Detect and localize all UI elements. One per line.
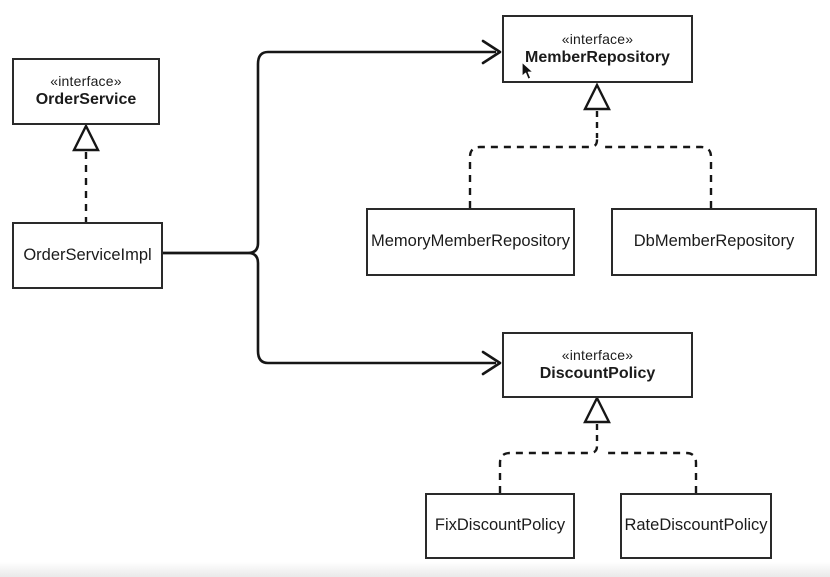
class-box-order-service-impl: OrderServiceImpl [12, 222, 163, 289]
class-name: RateDiscountPolicy [624, 516, 768, 535]
class-name: DiscountPolicy [539, 364, 656, 382]
class-box-discount-policy: «interface» DiscountPolicy [502, 332, 693, 398]
class-name: OrderServiceImpl [23, 245, 152, 264]
class-box-order-service: «interface» OrderService [12, 58, 160, 125]
class-box-member-repository: «interface» MemberRepository [502, 15, 693, 83]
class-name: MemoryMemberRepository [371, 232, 570, 251]
class-name: DbMemberRepository [633, 232, 795, 251]
stereotype-label: «interface» [561, 30, 634, 47]
realization-line-fix-discount-policy [498, 441, 599, 493]
class-box-rate-discount-policy: RateDiscountPolicy [620, 493, 772, 559]
class-name: FixDiscountPolicy [434, 516, 566, 535]
class-name: OrderService [35, 91, 137, 109]
class-box-fix-discount-policy: FixDiscountPolicy [425, 493, 575, 559]
dependency-arrowhead-member-repository [481, 39, 502, 65]
generalization-triangle-member-repository [583, 82, 611, 111]
realization-line-rate-discount-policy [604, 451, 698, 493]
realization-line-db-member-repository [604, 145, 713, 208]
realization-line-memory-member-repository [468, 134, 599, 208]
generalization-triangle-discount-policy [583, 395, 611, 424]
dependency-line-discount-policy [163, 251, 496, 365]
stereotype-label: «interface» [50, 73, 122, 89]
class-box-memory-member-repository: MemoryMemberRepository [366, 208, 575, 276]
dependency-arrowhead-discount-policy [481, 350, 502, 376]
class-box-db-member-repository: DbMemberRepository [611, 208, 817, 276]
class-name: MemberRepository [525, 48, 670, 66]
mouse-cursor-icon [521, 61, 534, 80]
stereotype-label: «interface» [561, 346, 634, 363]
generalization-triangle-order-service [72, 123, 100, 152]
